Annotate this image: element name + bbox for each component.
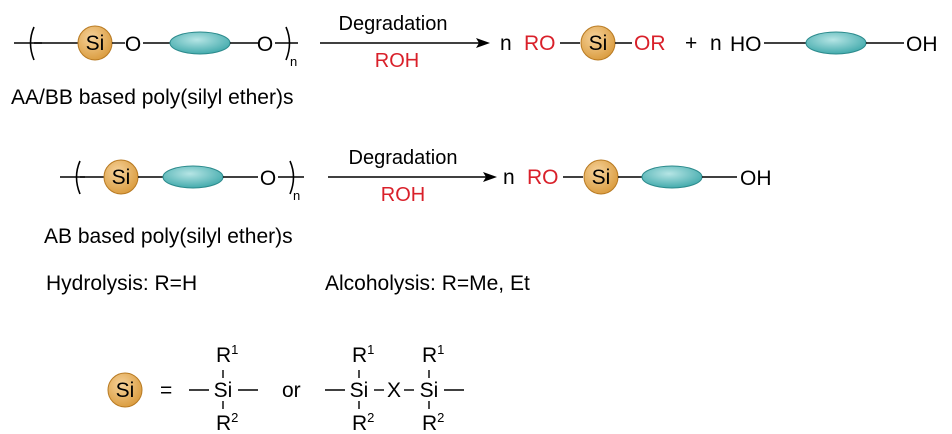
oxygen-label: O — [125, 33, 141, 56]
arrow-label-degradation: Degradation — [339, 13, 448, 35]
repeat-n-subscript: n — [293, 188, 300, 203]
right-bracket — [289, 160, 295, 195]
degradation-arrow-1: Degradation ROH — [320, 13, 490, 72]
si-definition-legend: Si = Si R1 R2 or Si X Si — [107, 342, 464, 434]
si-atom: Si — [350, 379, 369, 402]
monomer-ellipse — [169, 31, 231, 55]
arrow-label-roh: ROH — [381, 184, 425, 206]
aabb-caption: AA/BB based poly(silyl ether)s — [11, 86, 293, 109]
right-bracket — [285, 26, 291, 61]
si-label: Si — [112, 166, 131, 189]
oxygen-label: O — [257, 33, 273, 56]
equals-sign: = — [160, 379, 172, 402]
arrow-label-degradation: Degradation — [349, 147, 458, 169]
aabb-products: n RO Si OR + n HO OH — [500, 25, 938, 61]
r1-substituent: R1 — [422, 342, 444, 367]
or-word: or — [282, 379, 301, 402]
si-bead — [107, 372, 143, 408]
monomer-ellipse — [641, 165, 703, 189]
monomer-ellipse — [805, 31, 867, 55]
si-label: Si — [116, 379, 135, 402]
oh-label: OH — [906, 33, 938, 56]
r1-substituent: R1 — [352, 342, 374, 367]
si-label: Si — [86, 32, 105, 55]
single-si-structure: Si R1 R2 — [189, 342, 258, 434]
left-bracket — [29, 26, 35, 61]
r2-substituent: R2 — [352, 410, 374, 434]
oh-label: OH — [740, 167, 772, 190]
ab-products: n RO Si OH — [503, 159, 772, 195]
ab-caption: AB based poly(silyl ether)s — [44, 225, 293, 248]
coefficient-n: n — [710, 32, 722, 55]
ro-label: RO — [524, 32, 556, 55]
left-bracket — [75, 160, 81, 195]
si-atom: Si — [214, 379, 233, 402]
plus-sign: + — [685, 32, 697, 55]
ro-label: RO — [527, 166, 559, 189]
x-linker: X — [387, 379, 401, 402]
or-label: OR — [634, 32, 666, 55]
coefficient-n: n — [503, 166, 515, 189]
si-label: Si — [589, 32, 608, 55]
oxygen-label: O — [260, 167, 276, 190]
hydrolysis-note: Hydrolysis: R=H — [46, 272, 197, 295]
si-label: Si — [592, 166, 611, 189]
alcoholysis-note: Alcoholysis: R=Me, Et — [325, 272, 530, 295]
repeat-n-subscript: n — [290, 54, 297, 69]
disilyl-structure: Si X Si R1 R2 R1 R2 — [325, 342, 464, 434]
ab-polymer: Si O n — [60, 159, 304, 203]
aabb-polymer: Si O O n — [14, 25, 298, 69]
arrow-label-roh: ROH — [375, 50, 419, 72]
r2-substituent: R2 — [422, 410, 444, 434]
si-atom: Si — [420, 379, 439, 402]
degradation-arrow-2: Degradation ROH — [328, 147, 497, 206]
coefficient-n: n — [500, 32, 512, 55]
ho-label: HO — [730, 33, 762, 56]
r2-substituent: R2 — [216, 410, 238, 434]
r1-substituent: R1 — [216, 342, 238, 367]
monomer-ellipse — [162, 165, 224, 189]
